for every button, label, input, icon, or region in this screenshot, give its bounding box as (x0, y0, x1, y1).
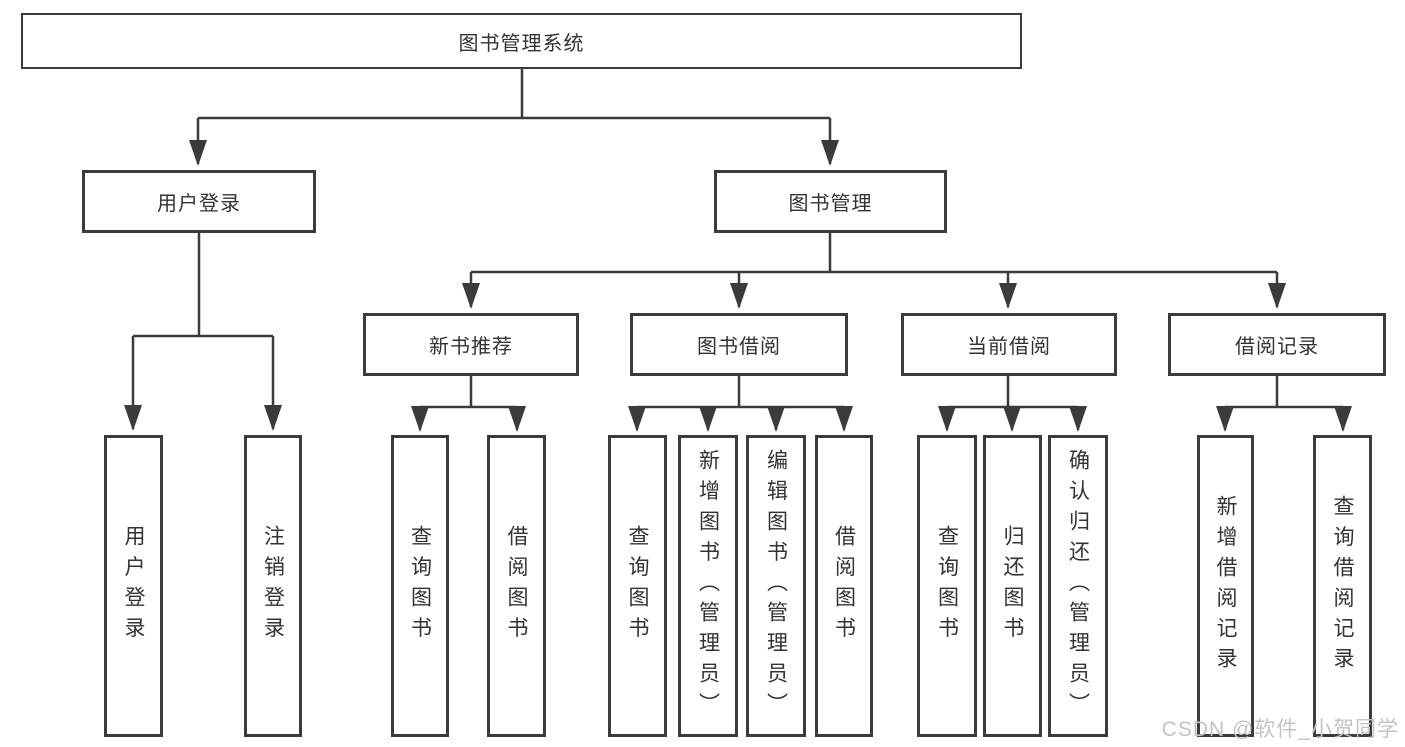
leaf-confirm-return-admin: 确认归还（管理员） (1048, 435, 1108, 737)
leaf-query-books-1-label: 查询图书 (408, 525, 432, 647)
leaf-user-login: 用户登录 (104, 435, 163, 737)
node-current-borrowing-label: 当前借阅 (967, 336, 1051, 358)
leaf-borrow-books-2-label: 借阅图书 (832, 525, 856, 647)
node-borrowing-records-label: 借阅记录 (1235, 336, 1319, 358)
node-new-book-recommendation-label: 新书推荐 (429, 336, 513, 358)
leaf-query-books-3-label: 查询图书 (935, 525, 959, 647)
leaf-confirm-return-admin-label: 确认归还（管理员） (1066, 448, 1090, 724)
node-book-borrowing: 图书借阅 (630, 313, 848, 376)
leaf-query-books-1: 查询图书 (391, 435, 449, 737)
leaf-edit-book-admin: 编辑图书（管理员） (746, 435, 806, 737)
leaf-query-borrow-record: 查询借阅记录 (1313, 435, 1372, 737)
leaf-add-book-admin: 新增图书（管理员） (678, 435, 738, 737)
node-book-management-label: 图书管理 (788, 193, 873, 215)
leaf-add-borrow-record-label: 新增借阅记录 (1214, 494, 1237, 678)
leaf-query-books-2-label: 查询图书 (626, 525, 649, 647)
watermark: CSDN @软件_小贺同学 (1161, 718, 1399, 741)
leaf-query-borrow-record-label: 查询借阅记录 (1331, 494, 1354, 678)
node-current-borrowing: 当前借阅 (901, 313, 1117, 376)
leaf-add-borrow-record: 新增借阅记录 (1197, 435, 1254, 737)
leaf-return-books: 归还图书 (983, 435, 1042, 737)
node-new-book-recommendation: 新书推荐 (363, 313, 579, 376)
node-root-label: 图书管理系统 (458, 32, 585, 55)
leaf-logout: 注销登录 (244, 435, 302, 737)
leaf-borrow-books-1: 借阅图书 (487, 435, 546, 737)
leaf-user-login-label: 用户登录 (122, 525, 145, 647)
leaf-add-book-admin-label: 新增图书（管理员） (696, 448, 720, 724)
node-book-borrowing-label: 图书借阅 (697, 336, 781, 358)
leaf-logout-label: 注销登录 (261, 525, 285, 647)
node-user-login-label: 用户登录 (157, 193, 241, 215)
node-borrowing-records: 借阅记录 (1168, 313, 1386, 376)
leaf-return-books-label: 归还图书 (1001, 525, 1024, 647)
leaf-borrow-books-2: 借阅图书 (815, 435, 873, 737)
node-user-login: 用户登录 (82, 170, 316, 233)
node-root: 图书管理系统 (21, 13, 1022, 69)
leaf-borrow-books-1-label: 借阅图书 (505, 525, 528, 647)
node-book-management: 图书管理 (714, 170, 947, 233)
leaf-query-books-2: 查询图书 (608, 435, 667, 737)
leaf-edit-book-admin-label: 编辑图书（管理员） (764, 448, 788, 724)
leaf-query-books-3: 查询图书 (917, 435, 977, 737)
